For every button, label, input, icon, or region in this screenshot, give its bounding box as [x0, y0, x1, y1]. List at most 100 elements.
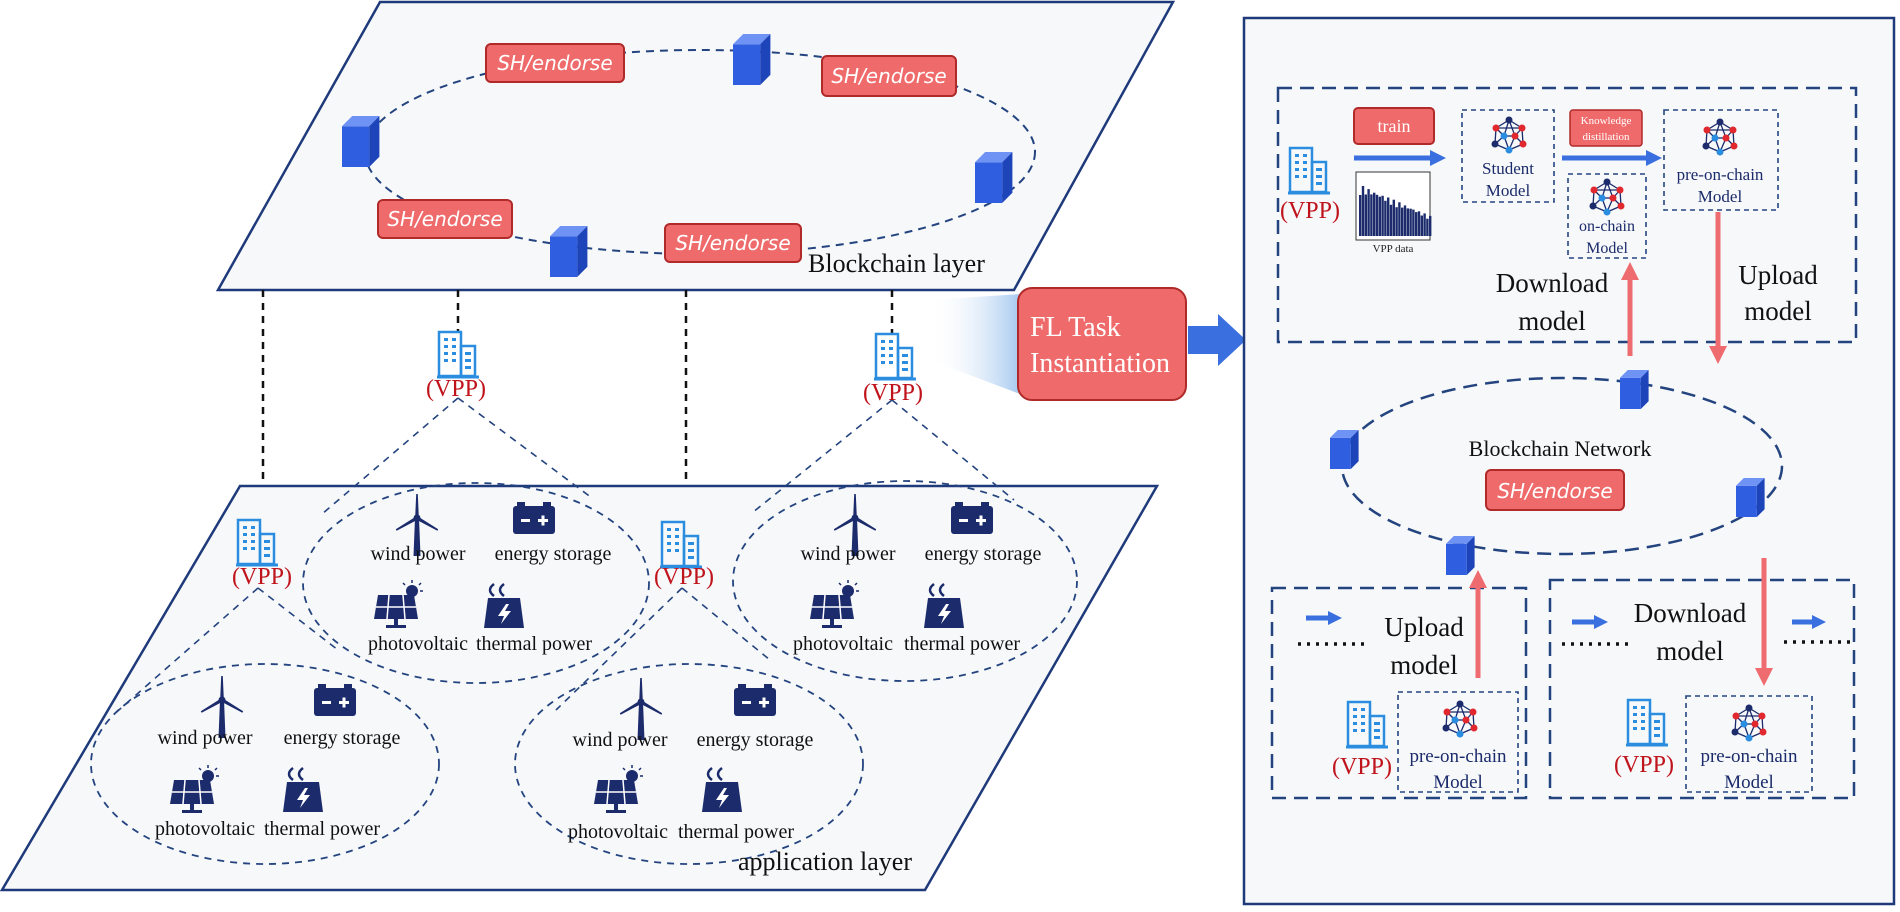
histogram-bar	[1359, 195, 1362, 236]
model-label: Model	[1724, 772, 1774, 793]
vpp-label: (VPP)	[1280, 198, 1340, 224]
photovoltaic-label: photovoltaic	[568, 821, 668, 843]
vpp-label: (VPP)	[1332, 754, 1392, 780]
distillation-arrow-icon	[1646, 150, 1662, 166]
pre-on-chain-model-label: Model	[1698, 187, 1743, 206]
vpp-label: (VPP)	[863, 380, 923, 406]
building-icon	[872, 332, 918, 381]
download-model-label: model	[1518, 306, 1586, 336]
block-cube-icon	[975, 152, 1013, 203]
endorse-badge: SH/endorse	[485, 43, 625, 83]
vpp-node: (VPP)	[232, 518, 292, 590]
energy-storage-label: energy storage	[495, 543, 612, 565]
histogram-bar	[1398, 202, 1401, 236]
vpp-data-histogram: VPP data	[1355, 171, 1432, 255]
model-label: Model	[1433, 772, 1483, 793]
flow-arrow-icon	[1594, 615, 1608, 629]
histogram-bar	[1361, 186, 1365, 236]
histogram-bar	[1370, 194, 1373, 236]
on-chain-model-label: Model	[1586, 240, 1628, 257]
battery-icon	[513, 502, 555, 534]
download-box	[1548, 578, 1856, 800]
train-badge: train	[1353, 107, 1435, 145]
block-cube-icon	[1446, 536, 1475, 575]
histogram-bar	[1384, 200, 1387, 236]
resource-cluster	[732, 480, 1078, 682]
flow-arrow-icon	[1328, 611, 1342, 625]
endorse-badge: SH/endorse	[377, 199, 513, 239]
application-layer-label: application layer	[738, 847, 912, 876]
blockchain-layer-label: Blockchain layer	[808, 249, 985, 278]
on-chain-label: on-chain	[1579, 218, 1635, 235]
model-box	[1397, 691, 1519, 793]
application-layer: wind power energy storage photovoltaic t…	[0, 397, 1160, 892]
svg-text:FL Task: FL Task	[1030, 312, 1121, 343]
upload-label: Upload	[1738, 260, 1818, 290]
svg-text:Instantiation: Instantiation	[1030, 348, 1170, 379]
svg-text:SH/endorse: SH/endorse	[831, 64, 946, 88]
download-arrow-icon	[1755, 668, 1773, 686]
fl-task-box: FL Task Instantiation	[1017, 287, 1187, 401]
svg-text:SH/endorse: SH/endorse	[387, 207, 502, 231]
photovoltaic-label: photovoltaic	[368, 633, 468, 655]
histogram-bar	[1387, 197, 1390, 236]
histogram-bar	[1403, 205, 1407, 236]
vpp-label: (VPP)	[232, 564, 292, 590]
thermal-power-label: thermal power	[904, 633, 1020, 655]
download-label: Download	[1496, 268, 1609, 298]
energy-storage-label: energy storage	[284, 727, 401, 749]
download-label: Download	[1634, 598, 1747, 628]
photovoltaic-label: photovoltaic	[155, 818, 255, 840]
svg-text:VPP data: VPP data	[1373, 243, 1414, 255]
student-model-box	[1461, 109, 1555, 203]
svg-text:Knowledge: Knowledge	[1581, 115, 1632, 127]
vpp-label: (VPP)	[654, 564, 714, 590]
download-model-label: model	[1656, 636, 1724, 666]
histogram-bar	[1420, 215, 1423, 236]
resource-cluster	[514, 663, 864, 865]
train-arrow-icon	[1430, 150, 1446, 166]
histogram-bar	[1389, 204, 1393, 236]
block-cube-icon	[1620, 370, 1649, 409]
flow-arrow-icon	[1812, 615, 1826, 629]
histogram-bar	[1429, 215, 1432, 236]
pre-on-chain-label: pre-on-chain	[1700, 746, 1798, 767]
histogram-bar	[1417, 211, 1421, 236]
block-cube-icon	[342, 116, 380, 167]
upload-arrow-icon	[1469, 570, 1487, 588]
student-label: Student	[1482, 159, 1534, 178]
upload-model-label: model	[1744, 296, 1812, 326]
svg-text:SH/endorse: SH/endorse	[1497, 479, 1612, 503]
block-cube-icon	[1330, 430, 1359, 469]
layer-connectors	[261, 290, 894, 522]
block-cube-icon	[733, 34, 771, 85]
histogram-bar	[1392, 199, 1395, 236]
histogram-bar	[1406, 208, 1409, 236]
instantiation-beam	[930, 294, 1020, 394]
blockchain-network-title: Blockchain Network	[1469, 436, 1652, 461]
histogram-bar	[1373, 192, 1376, 236]
endorse-badge: SH/endorse	[664, 223, 802, 263]
vpp-node: (VPP)	[654, 520, 714, 590]
endorse-badge: SH/endorse	[1485, 469, 1625, 511]
wind-power-label: wind power	[158, 727, 253, 749]
wind-power-label: wind power	[801, 543, 896, 565]
student-model-label: Model	[1486, 181, 1531, 200]
resource-cluster	[302, 482, 650, 684]
fl-task-arrow-icon	[1188, 314, 1246, 366]
battery-icon	[951, 502, 993, 534]
upload-arrow-icon	[1709, 346, 1727, 364]
histogram-bar	[1401, 207, 1404, 236]
upload-model-label: model	[1390, 650, 1458, 680]
photovoltaic-label: photovoltaic	[793, 633, 893, 655]
thermal-power-label: thermal power	[678, 821, 794, 843]
histogram-bar	[1375, 194, 1379, 236]
energy-storage-label: energy storage	[697, 729, 814, 751]
building-icon	[435, 330, 481, 379]
model-box	[1685, 695, 1813, 793]
histogram-bar	[1367, 189, 1370, 236]
histogram-bar	[1415, 212, 1418, 236]
wind-power-label: wind power	[371, 543, 466, 565]
thermal-power-label: thermal power	[264, 818, 380, 840]
